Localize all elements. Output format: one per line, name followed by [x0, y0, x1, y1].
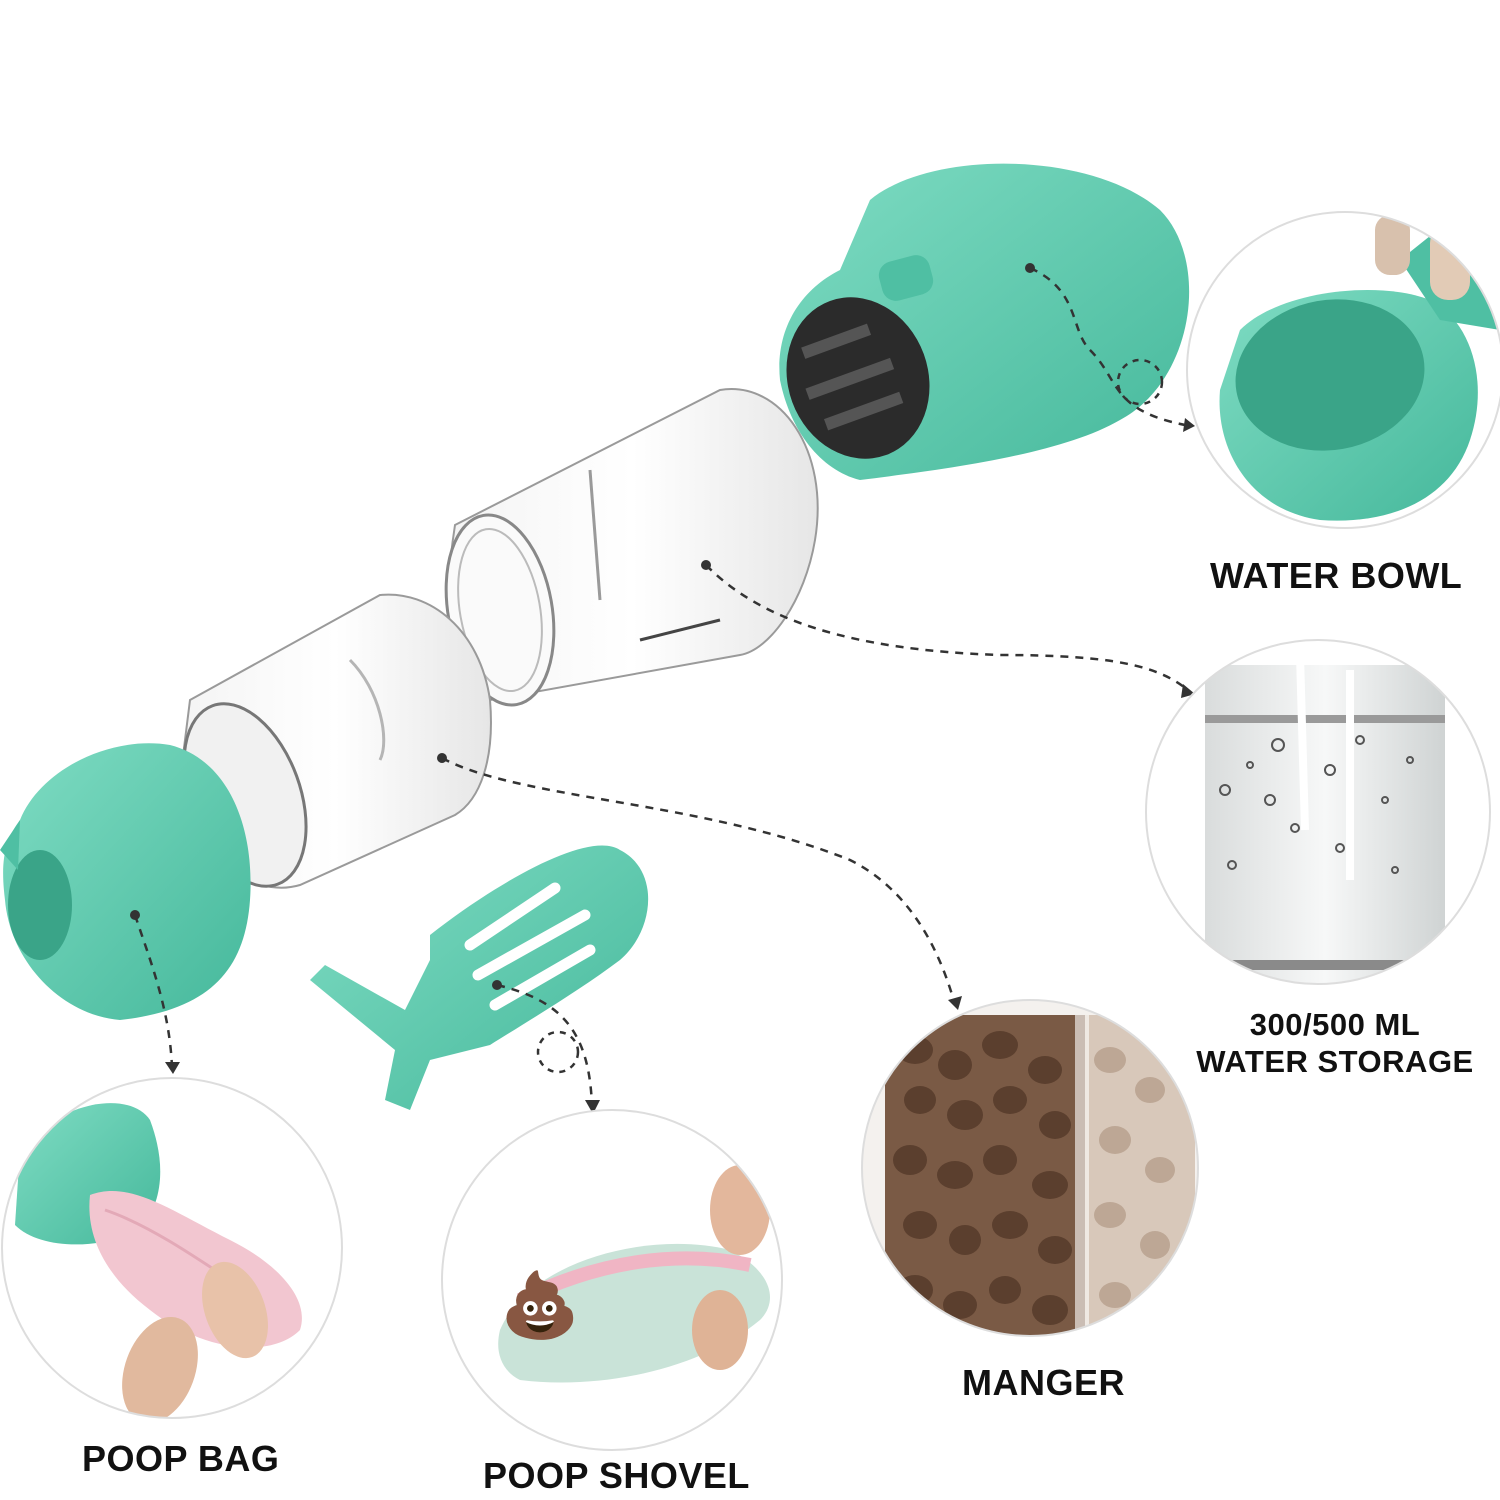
detail-circle-water-storage	[1145, 639, 1491, 985]
label-water-storage: 300/500 ML WATER STORAGE	[1180, 1006, 1490, 1080]
label-poop-bag: POOP BAG	[82, 1438, 280, 1479]
label-water-storage-capacity: 300/500 ML	[1249, 1007, 1421, 1042]
poop-shovel	[310, 845, 649, 1110]
water-bowl-lid	[779, 163, 1190, 480]
detail-circle-manger	[861, 999, 1199, 1337]
detail-circle-water-bowl	[1186, 211, 1500, 529]
label-water-bowl: WATER BOWL	[1210, 555, 1463, 596]
poop-bag-cap	[0, 743, 251, 1020]
food-storage-cylinder	[178, 593, 492, 889]
callout-lines	[133, 266, 1191, 1109]
detail-circle-poop-bag	[1, 1077, 343, 1419]
poop-emoji-icon: 💩	[500, 1269, 581, 1341]
detail-circle-poop-shovel	[441, 1109, 783, 1451]
label-water-storage-text: WATER STORAGE	[1196, 1044, 1474, 1079]
water-storage-cylinder	[444, 388, 819, 707]
label-manger: MANGER	[962, 1362, 1125, 1403]
label-poop-shovel: POOP SHOVEL	[483, 1455, 750, 1496]
